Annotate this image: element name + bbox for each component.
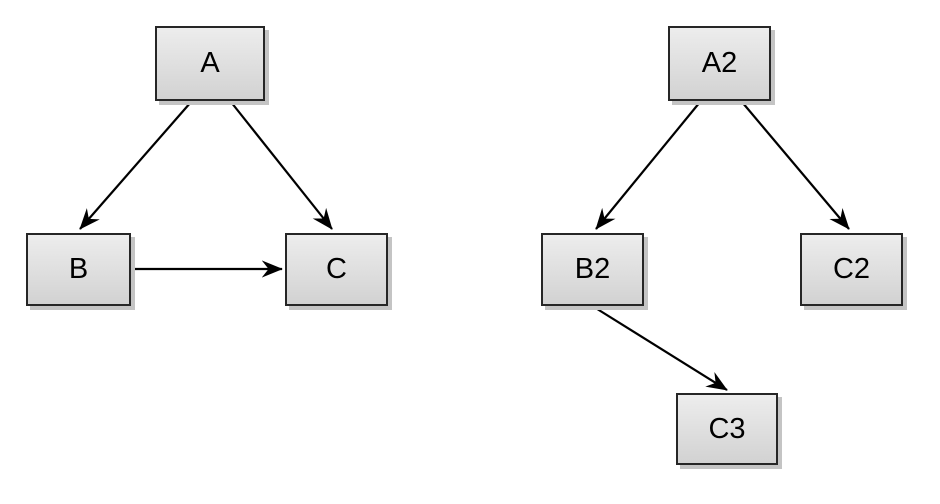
- edge-a2-to-b2: [595, 101, 701, 230]
- node-c3[interactable]: C3: [676, 393, 778, 465]
- node-label-b: B: [68, 253, 89, 285]
- node-label-c2: C2: [832, 253, 871, 285]
- node-label-a: A: [200, 47, 220, 79]
- node-label-a2: A2: [701, 47, 738, 79]
- node-label-b2: B2: [574, 253, 611, 285]
- node-c[interactable]: C: [285, 233, 388, 306]
- node-c2[interactable]: C2: [800, 233, 903, 306]
- node-label-c3: C3: [708, 412, 746, 445]
- edge-a2-to-c2: [741, 101, 850, 230]
- node-b[interactable]: B: [26, 233, 131, 306]
- edge-a-to-b: [79, 101, 192, 230]
- node-label-c: C: [326, 253, 347, 285]
- node-a2[interactable]: A2: [668, 26, 771, 101]
- node-a[interactable]: A: [155, 26, 265, 101]
- edge-a-to-c: [230, 101, 333, 230]
- node-b2[interactable]: B2: [541, 233, 644, 306]
- edge-b2-to-c3: [593, 306, 728, 391]
